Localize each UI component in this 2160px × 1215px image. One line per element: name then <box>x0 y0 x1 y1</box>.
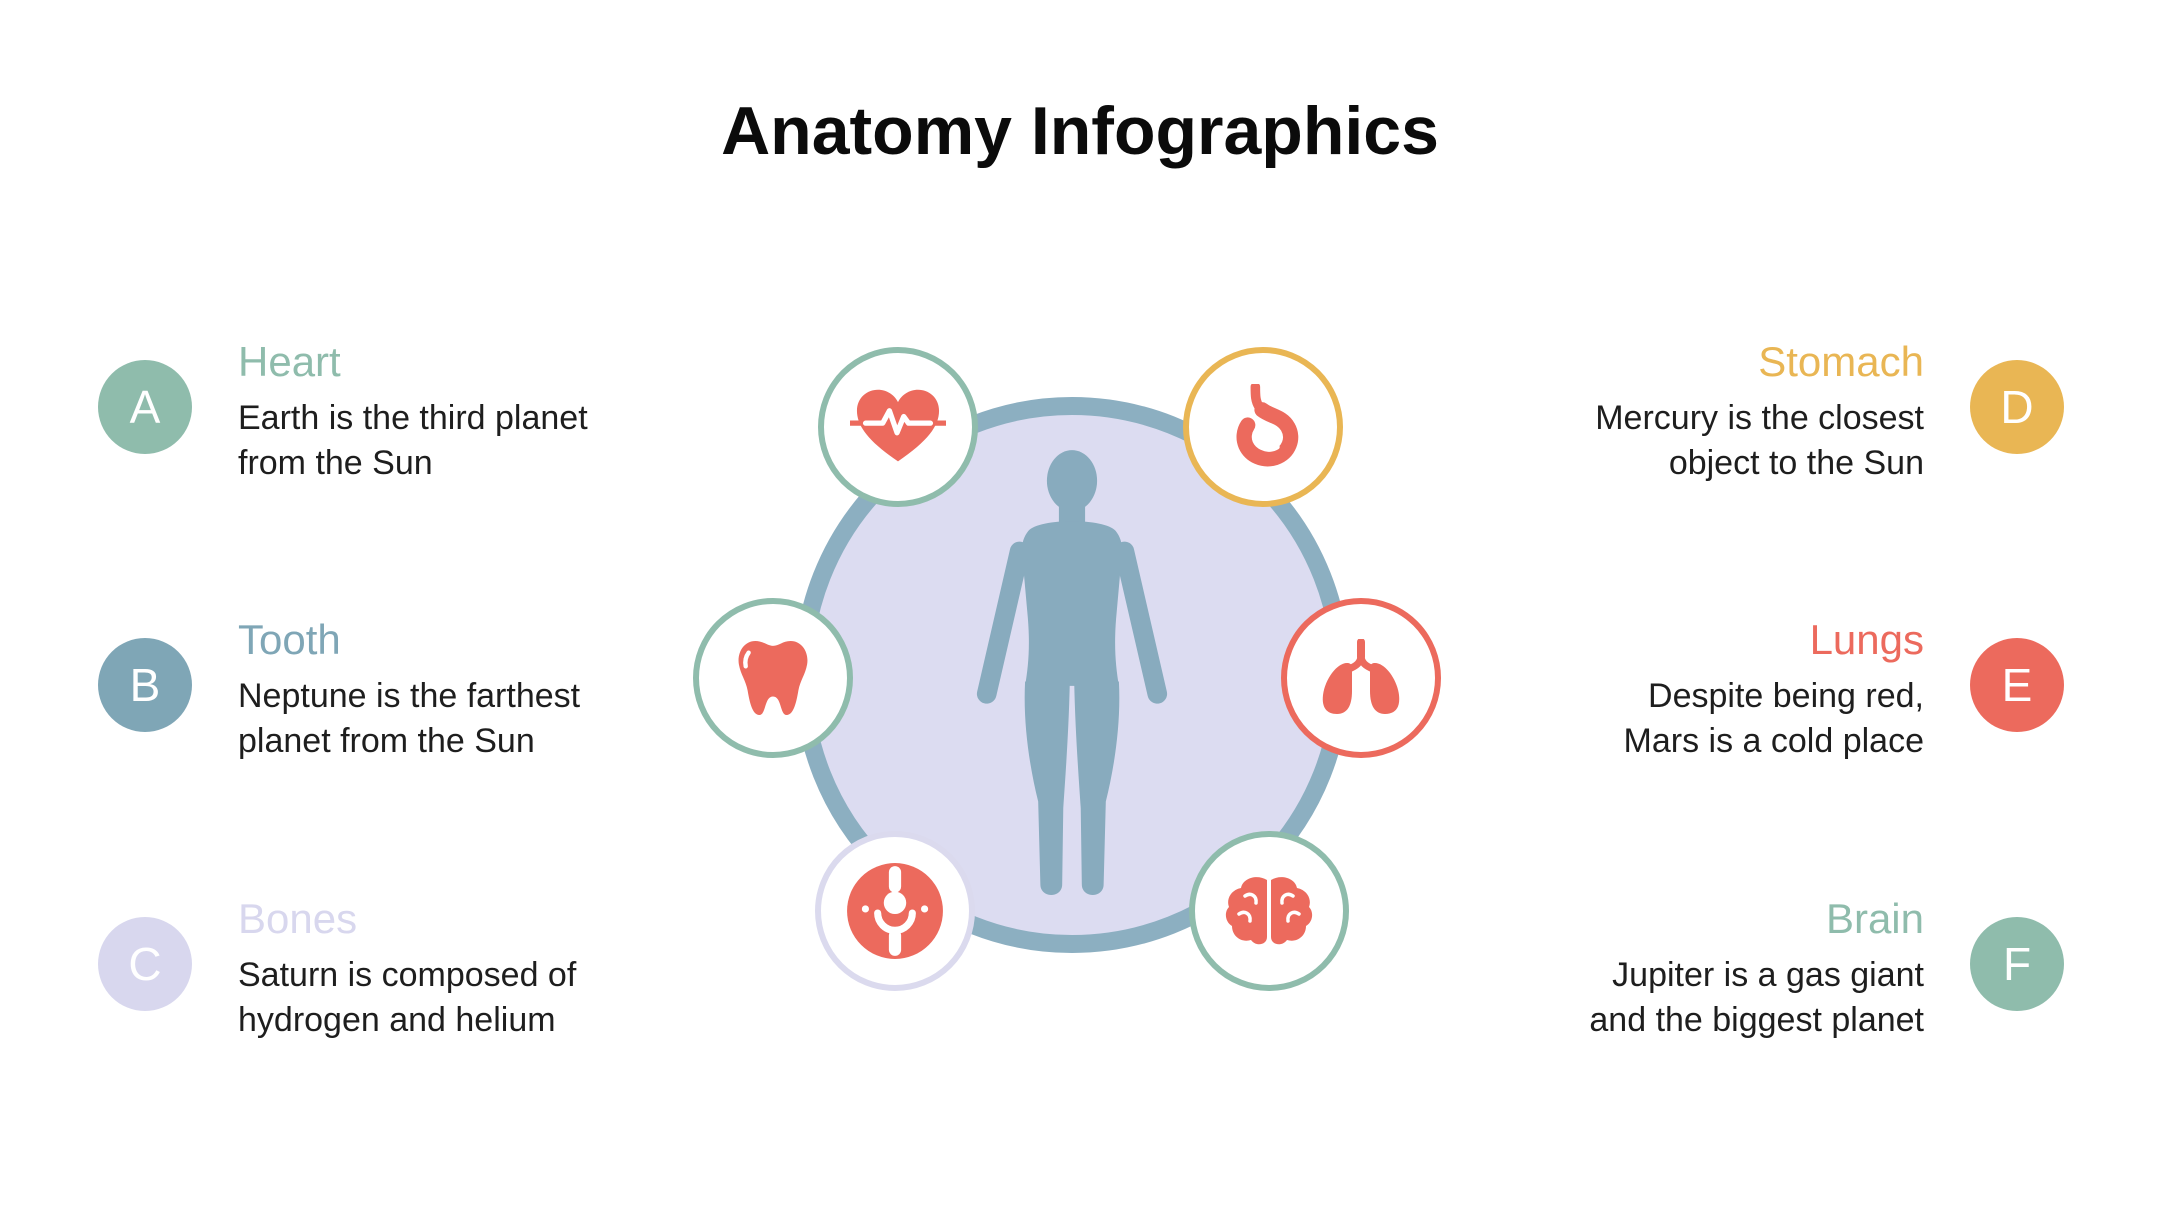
badge-letter: F <box>2002 938 2032 990</box>
tooth-icon <box>738 640 808 716</box>
lungs-icon-circle <box>1281 598 1441 758</box>
letter-badge-a: A <box>98 360 192 454</box>
letter-badge-f: F <box>1970 917 2064 1011</box>
list-item-lungs: E Lungs Despite being red, Mars is a col… <box>1504 616 2064 826</box>
item-title-brain: Brain <box>1825 895 1924 942</box>
item-title-tooth: Tooth <box>238 616 341 663</box>
item-description-tooth: Neptune is the farthest planet from the … <box>238 677 581 761</box>
item-title-heart: Heart <box>238 338 341 385</box>
badge-letter: E <box>2001 659 2033 711</box>
badge-letter: D <box>2000 381 2034 433</box>
stomach-icon <box>1236 384 1299 467</box>
heart-icon <box>850 389 946 462</box>
human-body-silhouette-icon <box>976 450 1168 895</box>
joint-icon <box>847 863 943 959</box>
list-item-tooth: B Tooth Neptune is the farthest planet f… <box>98 616 658 826</box>
item-title-lungs: Lungs <box>1809 616 1924 663</box>
letter-badge-c: C <box>98 917 192 1011</box>
letter-badge-e: E <box>1970 638 2064 732</box>
item-description-bones: Saturn is composed of hydrogen and heliu… <box>238 956 577 1040</box>
lungs-icon <box>1322 639 1400 714</box>
item-text-lungs: Lungs Despite being red, Mars is a cold … <box>1504 616 1924 764</box>
item-description-heart: Earth is the third planet from the Sun <box>238 399 588 483</box>
tooth-icon-circle <box>693 598 853 758</box>
item-description-stomach: Mercury is the closest object to the Sun <box>1595 399 1924 483</box>
brain-icon-circle <box>1189 831 1349 991</box>
list-item-bones: C Bones Saturn is composed of hydrogen a… <box>98 895 658 1105</box>
item-title-bones: Bones <box>238 895 358 942</box>
brain-icon <box>1225 877 1313 945</box>
item-text-brain: Brain Jupiter is a gas giant and the big… <box>1504 895 1924 1043</box>
letter-badge-d: D <box>1970 360 2064 454</box>
list-item-brain: F Brain Jupiter is a gas giant and the b… <box>1504 895 2064 1105</box>
badge-letter: A <box>129 381 161 433</box>
badge-letter: C <box>128 938 162 990</box>
item-text-bones: Bones Saturn is composed of hydrogen and… <box>238 895 658 1043</box>
item-description-lungs: Despite being red, Mars is a cold place <box>1623 677 1924 761</box>
item-text-stomach: Stomach Mercury is the closest object to… <box>1504 338 1924 486</box>
stomach-icon-circle <box>1183 347 1343 507</box>
item-title-stomach: Stomach <box>1758 338 1924 385</box>
letter-badge-b: B <box>98 638 192 732</box>
item-text-tooth: Tooth Neptune is the farthest planet fro… <box>238 616 658 764</box>
list-item-heart: A Heart Earth is the third planet from t… <box>98 338 658 548</box>
list-item-stomach: D Stomach Mercury is the closest object … <box>1504 338 2064 548</box>
joint-icon-circle <box>815 831 975 991</box>
item-text-heart: Heart Earth is the third planet from the… <box>238 338 658 486</box>
item-description-brain: Jupiter is a gas giant and the biggest p… <box>1589 956 1924 1040</box>
heart-icon-circle <box>818 347 978 507</box>
badge-letter: B <box>129 659 161 711</box>
page-title: Anatomy Infographics <box>721 93 1439 169</box>
